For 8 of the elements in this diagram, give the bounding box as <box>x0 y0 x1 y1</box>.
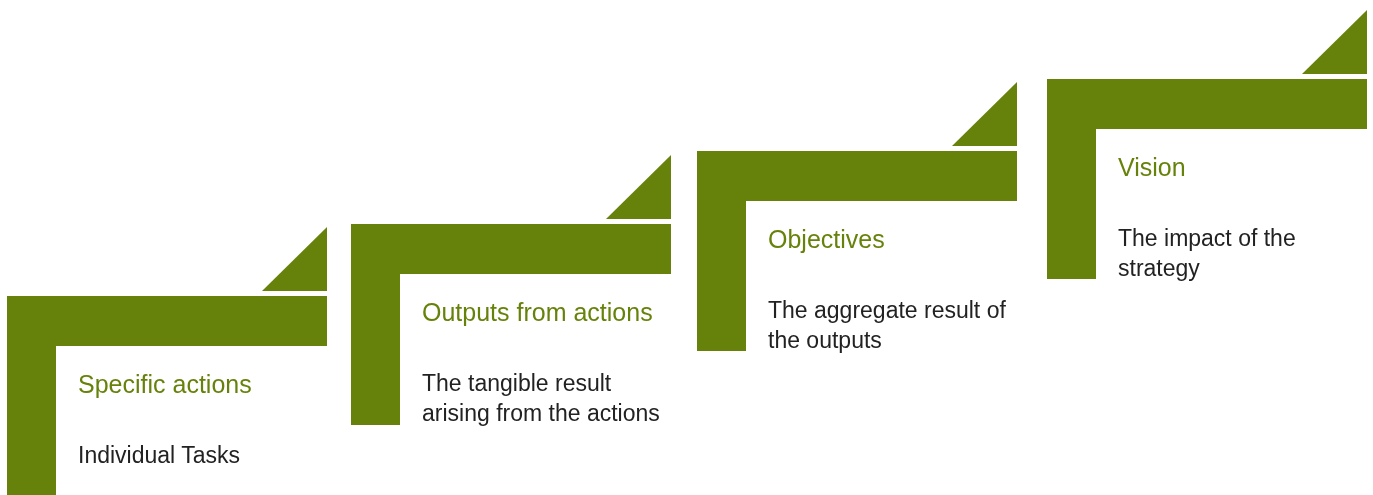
step-description: The aggregate result of the outputs <box>768 296 1007 355</box>
step-heading: Objectives <box>768 224 886 255</box>
step-heading: Vision <box>1118 152 1187 183</box>
step-description: The tangible result arising from the actions <box>422 369 661 428</box>
step-description: Individual Tasks <box>78 441 241 470</box>
step-heading: Specific actions <box>78 369 253 400</box>
step-heading: Outputs from actions <box>422 297 654 328</box>
step-description: The impact of the strategy <box>1118 224 1297 283</box>
